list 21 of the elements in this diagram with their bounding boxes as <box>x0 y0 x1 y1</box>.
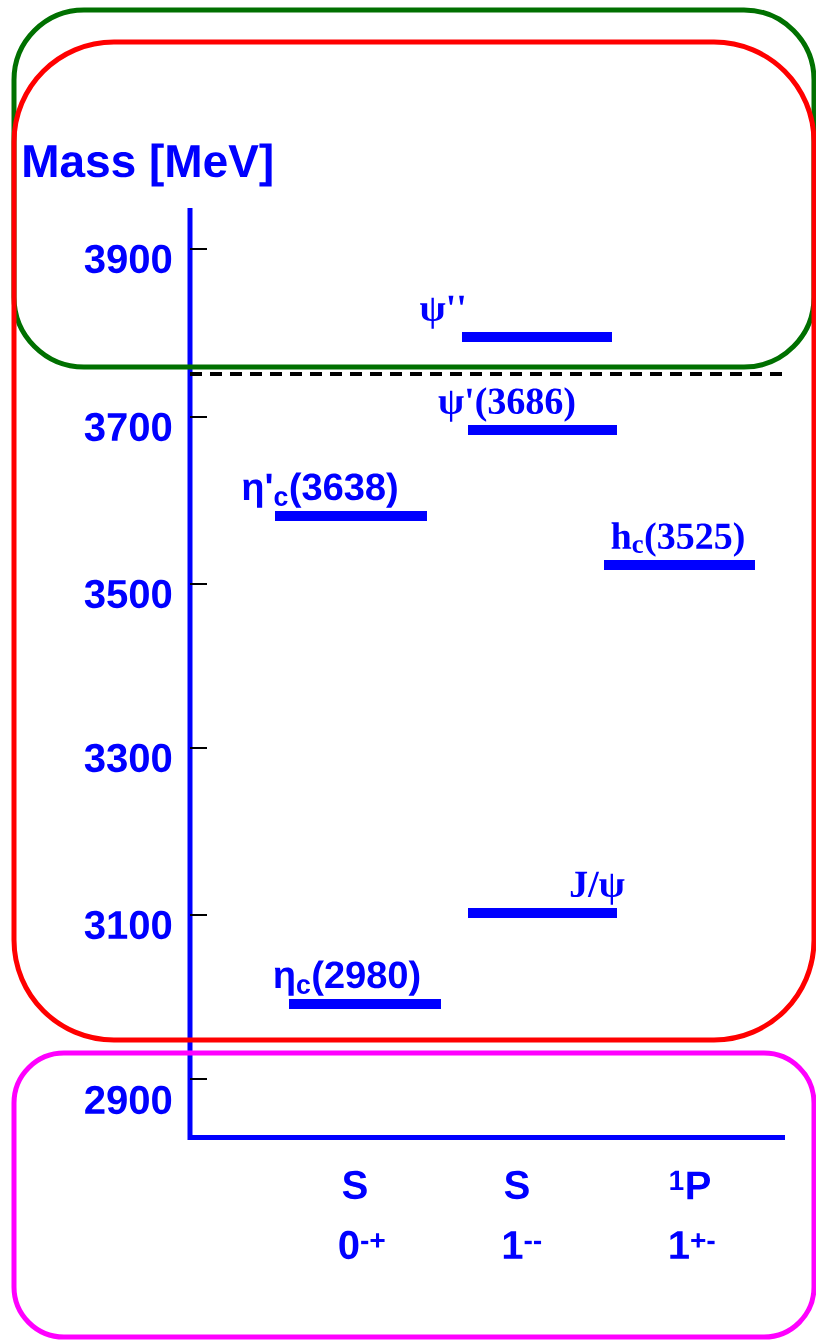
tick-label: 3900 <box>84 244 172 274</box>
level-label: η'$_{c}$(3638) <box>243 472 397 508</box>
axis-title: Mass [MeV] <box>24 143 272 187</box>
level-label: ψ'' <box>420 295 464 329</box>
level-label: J/ψ <box>570 871 625 905</box>
tick-label: 3300 <box>84 743 172 773</box>
column-label: $^{1}$P <box>670 1170 710 1200</box>
level-label: h$_{c}$(3525) <box>611 522 744 557</box>
tick-label: 3700 <box>84 412 172 442</box>
tick-label: 2900 <box>85 1085 172 1115</box>
rounded-frame <box>11 39 816 1043</box>
level-label: ψ'(3686) <box>438 387 575 422</box>
column-label: 0$^{-+}$ <box>339 1230 385 1260</box>
column-label: S <box>342 1170 367 1200</box>
column-label: 1$^{--}$ <box>503 1231 542 1259</box>
column-label: S <box>504 1170 529 1200</box>
tick-label: 3500 <box>84 579 172 609</box>
column-label: 1$^{+-}$ <box>670 1231 715 1259</box>
tick-label: 3100 <box>84 910 172 940</box>
rounded-frame <box>11 1050 816 1340</box>
level-label: η$_{c}$(2980) <box>274 960 420 996</box>
